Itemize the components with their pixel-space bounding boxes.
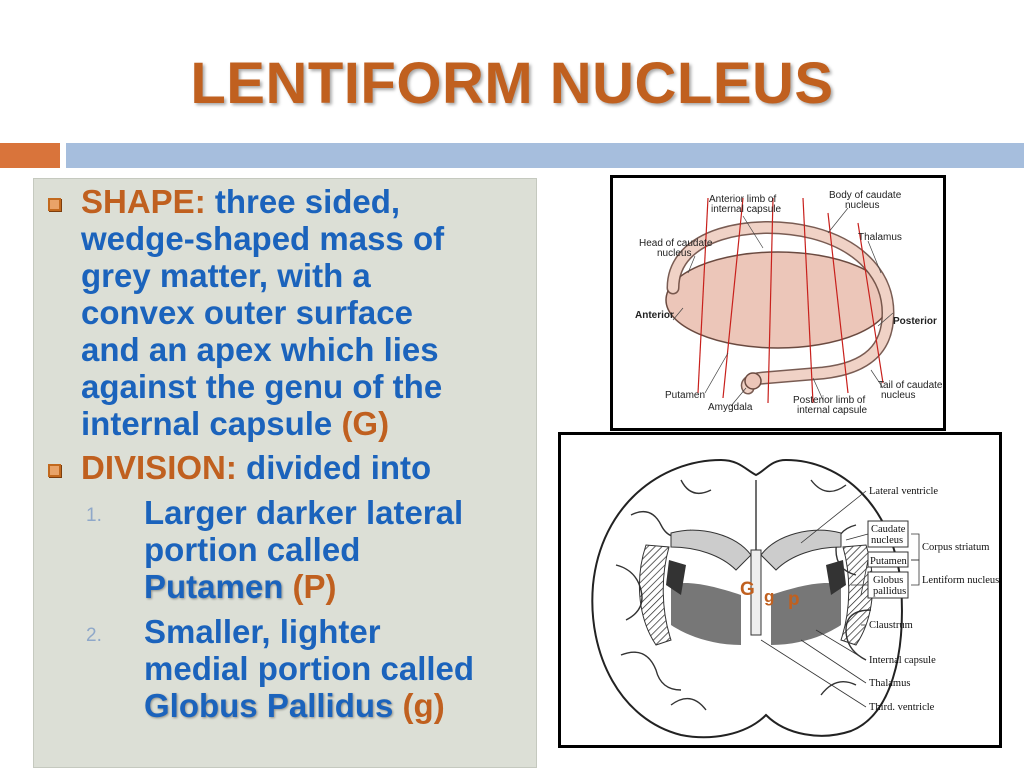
coronal-section-diagram: Lateral ventricle Caudate nucleus Putame… (591, 458, 999, 739)
shape-line-1: three sided, (214, 183, 401, 220)
left-putamen (639, 544, 672, 646)
label-globus: Globus (873, 575, 903, 586)
label-posterior-limb: Posterior limb of (793, 395, 865, 406)
label-thalamus: Thalamus (858, 232, 902, 243)
label-head-caudate-2: nucleus (657, 248, 691, 259)
division-heading: DIVISION: (81, 449, 237, 486)
label-corpus-striatum: Corpus striatum (922, 542, 989, 553)
label-body-caudate-2: nucleus (845, 200, 879, 211)
right-caudate (760, 529, 842, 571)
list-number: 1. (86, 505, 102, 526)
item-line: Larger darker lateral (144, 494, 464, 531)
square-bullet-icon (48, 198, 61, 211)
label-boxes (867, 520, 909, 599)
marker-G: (G) (341, 405, 390, 442)
accent-bar-orange (0, 143, 60, 168)
right-thalamus (771, 583, 841, 645)
marker-G-figure: G (740, 579, 755, 600)
lateral-view-diagram: Anterior limb of internal capsule Body o… (635, 190, 943, 416)
label-lentiform: Lentiform nucleus (922, 575, 999, 586)
shape-last-line: internal capsule (81, 405, 333, 442)
label-tail-caudate-2: nucleus (881, 390, 915, 401)
label-globus-2: pallidus (873, 586, 906, 597)
marker-g: (g) (402, 687, 445, 724)
label-tail-caudate: Tail of caudate (878, 380, 943, 391)
bottom-leader-lines (760, 490, 920, 708)
label-third-ventricle: Third. ventricle (869, 702, 935, 713)
label-caudate-2: nucleus (871, 535, 903, 546)
caudate-fill (668, 222, 894, 393)
amygdala-shape (744, 372, 762, 390)
shape-heading: SHAPE: (81, 183, 206, 220)
label-posterior-limb-2: internal capsule (797, 405, 867, 416)
label-claustrum: Claustrum (869, 620, 913, 631)
section-lines (697, 197, 884, 404)
marker-g-figure: g (764, 587, 774, 606)
label-posterior: Posterior (893, 316, 937, 327)
lentiform-shape (665, 251, 891, 349)
label-lateral-ventricle: Lateral ventricle (869, 486, 938, 497)
content-box: SHAPE: three sided, wedge-shaped mass of… (33, 178, 537, 768)
label-caudate: Caudate (871, 524, 906, 535)
label-head-caudate: Head of caudate (639, 238, 713, 249)
list-number: 2. (86, 625, 102, 646)
third-ventricle (750, 549, 762, 636)
right-globus (826, 560, 846, 595)
marker-P: (P) (292, 568, 337, 605)
coronal-section-figure: Lateral ventricle Caudate nucleus Putame… (558, 432, 1002, 748)
label-anterior: Anterior (635, 310, 674, 321)
label-internal-capsule: Internal capsule (869, 655, 936, 666)
leader-lines (672, 207, 894, 407)
shape-line: grey matter, with a (81, 257, 371, 294)
label-anterior-limb: Anterior limb of (709, 194, 776, 205)
item-line: medial portion called (144, 650, 475, 687)
square-bullet-icon (48, 464, 61, 477)
shape-line: and an apex which lies (81, 331, 439, 368)
globus-term: Globus Pallidus (144, 687, 394, 724)
left-caudate (670, 529, 752, 571)
label-thalamus-bottom: Thalamus (869, 678, 910, 689)
left-thalamus (671, 583, 741, 645)
label-anterior-limb-2: internal capsule (711, 204, 781, 215)
accent-bar-blue (66, 143, 1024, 168)
label-amygdala: Amygdala (708, 402, 753, 413)
list-item-putamen: Larger darker lateral portion called Put… (144, 494, 534, 605)
division-paragraph: DIVISION: divided into (81, 449, 531, 486)
label-putamen-box: Putamen (870, 556, 907, 567)
item-line: portion called (144, 531, 361, 568)
shape-paragraph: SHAPE: three sided, wedge-shaped mass of… (81, 183, 531, 442)
list-item-globus: Smaller, lighter medial portion called G… (144, 613, 534, 724)
marker-p-figure: p (788, 589, 800, 610)
putamen-term: Putamen (144, 568, 284, 605)
item-line: Smaller, lighter (144, 613, 381, 650)
shape-line: convex outer surface (81, 294, 413, 331)
label-putamen: Putamen (665, 390, 705, 401)
left-globus (666, 560, 686, 595)
brain-outline (591, 458, 903, 739)
shape-line: against the genu of the (81, 368, 443, 405)
basal-ganglia-lateral-figure: Anterior limb of internal capsule Body o… (610, 175, 946, 431)
shape-line: wedge-shaped mass of (81, 220, 445, 257)
division-text: divided into (246, 449, 432, 486)
slide-title: LENTIFORM NUCLEUS (190, 51, 834, 116)
label-body-caudate: Body of caudate (829, 190, 902, 201)
